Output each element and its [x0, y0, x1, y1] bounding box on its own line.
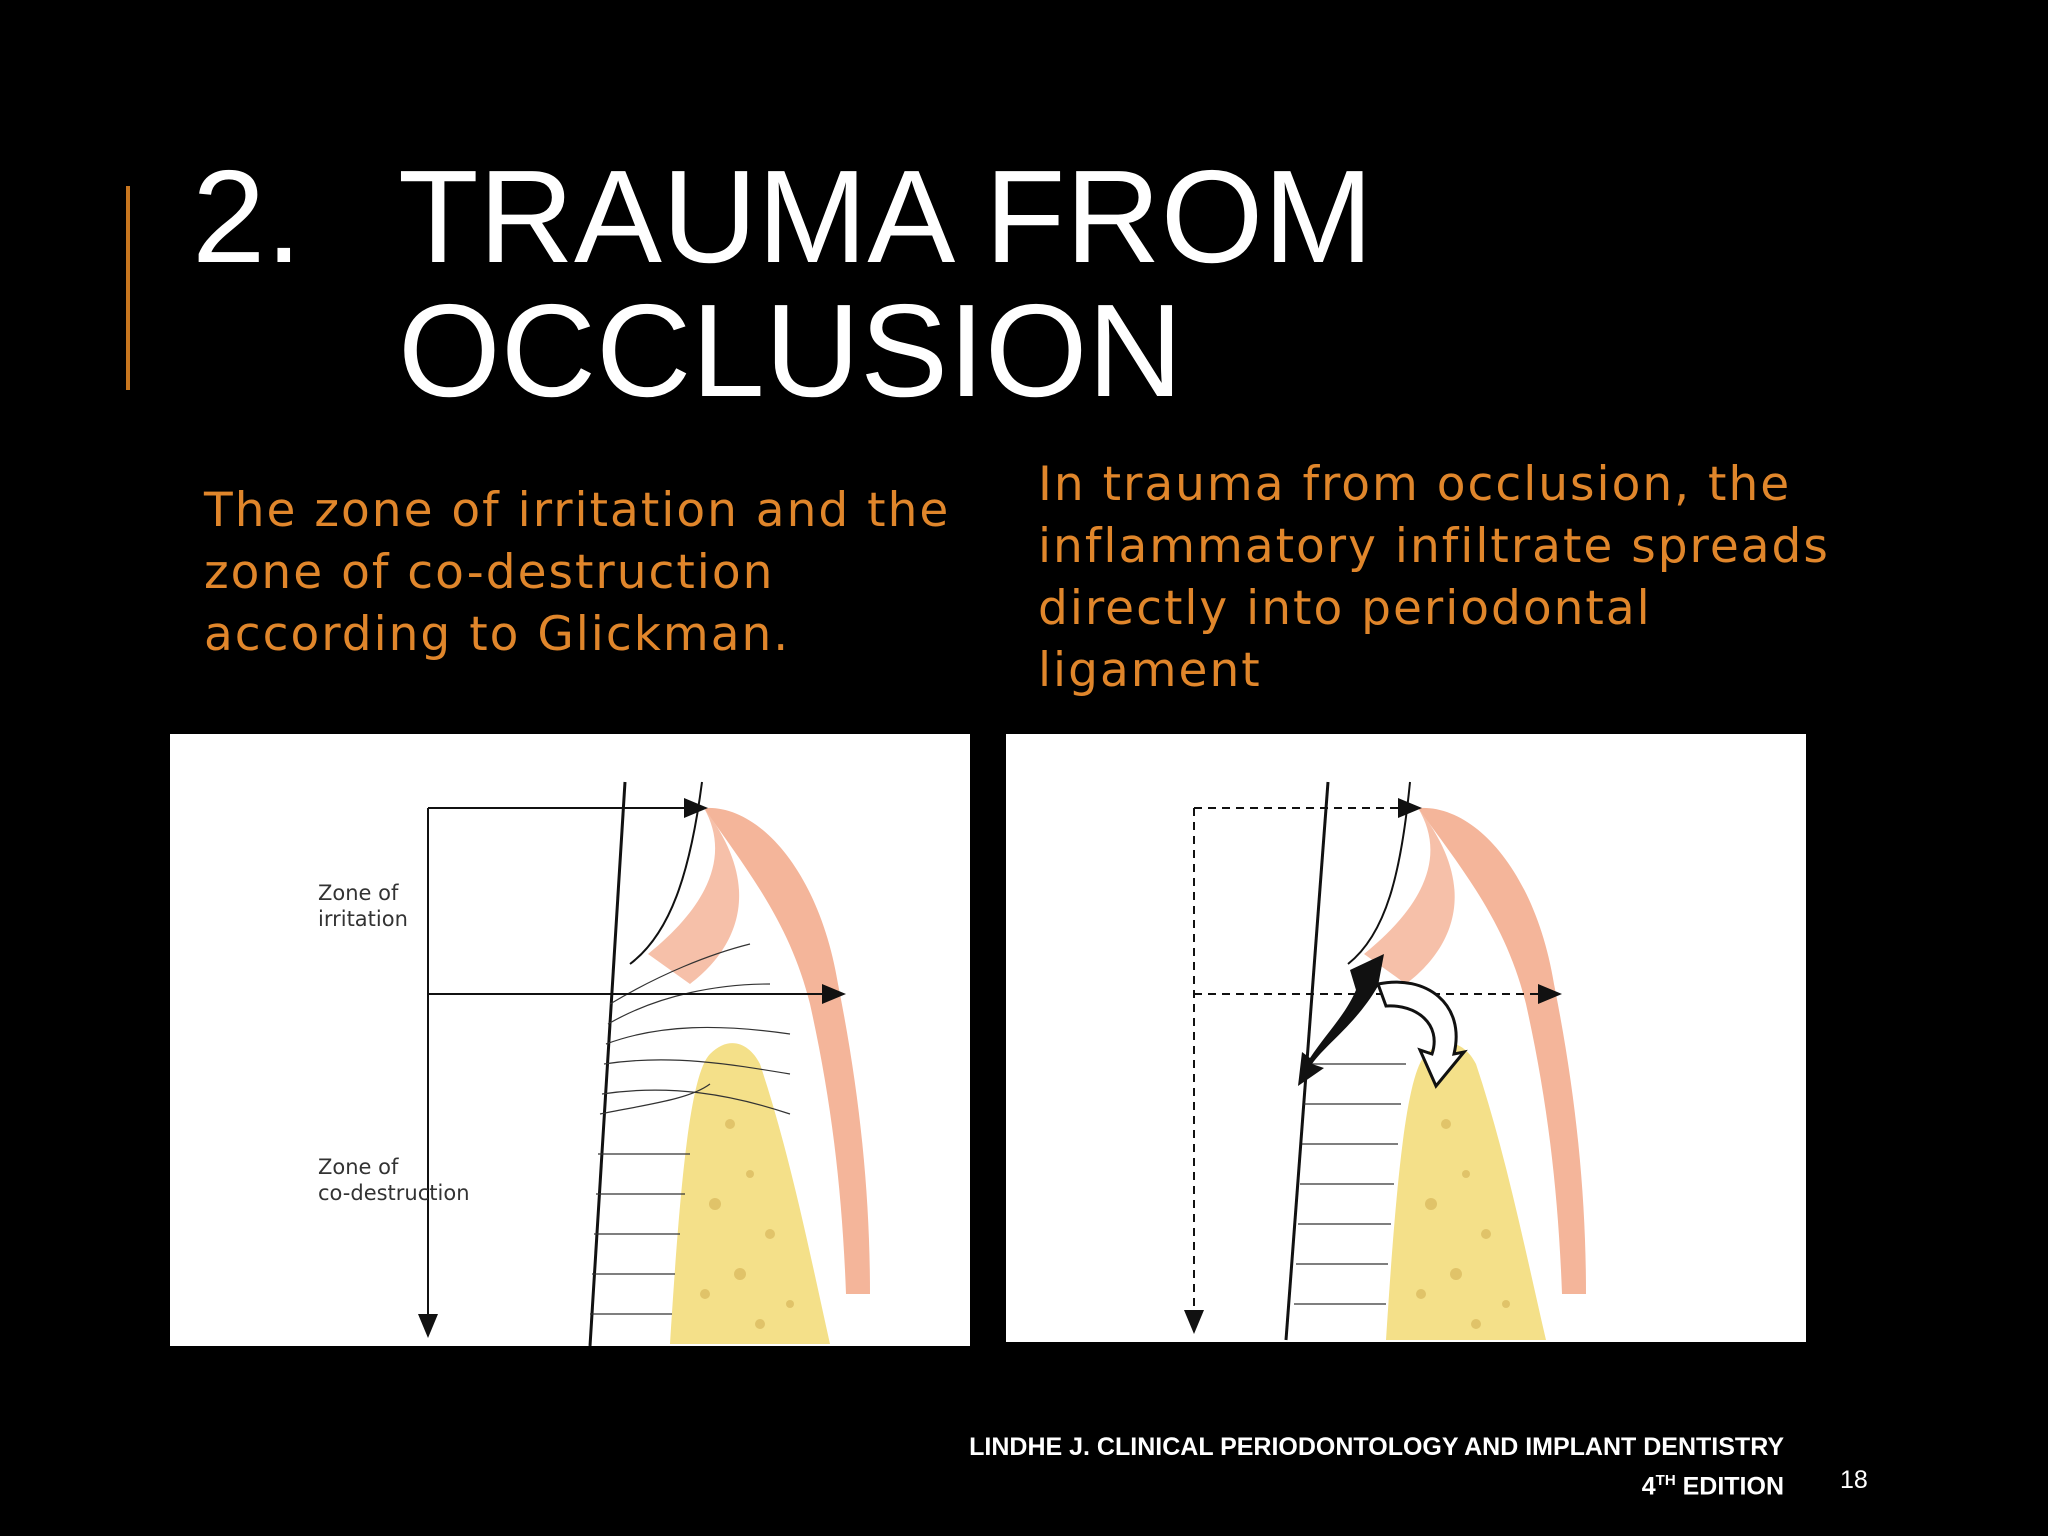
slide-title: 2.TRAUMA FROM OCCLUSION	[192, 150, 1373, 418]
reference-citation: LINDHE J. CLINICAL PERIODONTOLOGY AND IM…	[969, 1430, 1784, 1503]
periodontium-diagram-left	[418, 781, 870, 1346]
gingiva	[1418, 807, 1586, 1294]
zone-of-codestruction-label: Zone of co-destruction	[318, 1155, 470, 1205]
gingiva	[704, 807, 870, 1294]
title-line-2: OCCLUSION	[398, 277, 1183, 424]
infiltrate-arrow	[1298, 954, 1384, 1086]
page-number: 18	[1840, 1466, 1868, 1494]
edition-number: 4	[1641, 1472, 1656, 1501]
alveolar-bone	[1386, 1043, 1546, 1340]
title-line-1: TRAUMA FROM	[398, 143, 1374, 290]
caption-left: The zone of irritation and the zone of c…	[204, 483, 951, 662]
figure-glickman-zones: Zone of irritation Zone of co-destructio…	[170, 734, 970, 1346]
zone-of-irritation-label: Zone of irritation	[318, 881, 408, 931]
caption-right: In trauma from occlusion, the inflammato…	[1038, 457, 1830, 698]
title-number: 2.	[192, 143, 303, 290]
reference-line-1: LINDHE J. CLINICAL PERIODONTOLOGY AND IM…	[969, 1433, 1784, 1461]
figure-trauma-infiltrate	[1006, 734, 1806, 1342]
reference-line-2: 4TH EDITION	[969, 1464, 1784, 1503]
periodontium-diagram-right	[1184, 781, 1586, 1341]
edition-suffix: TH	[1655, 1472, 1676, 1489]
accent-bar	[126, 186, 130, 390]
trauma-arrow	[1375, 980, 1468, 1089]
edition-word: EDITION	[1675, 1472, 1784, 1501]
alveolar-bone	[670, 1043, 830, 1344]
